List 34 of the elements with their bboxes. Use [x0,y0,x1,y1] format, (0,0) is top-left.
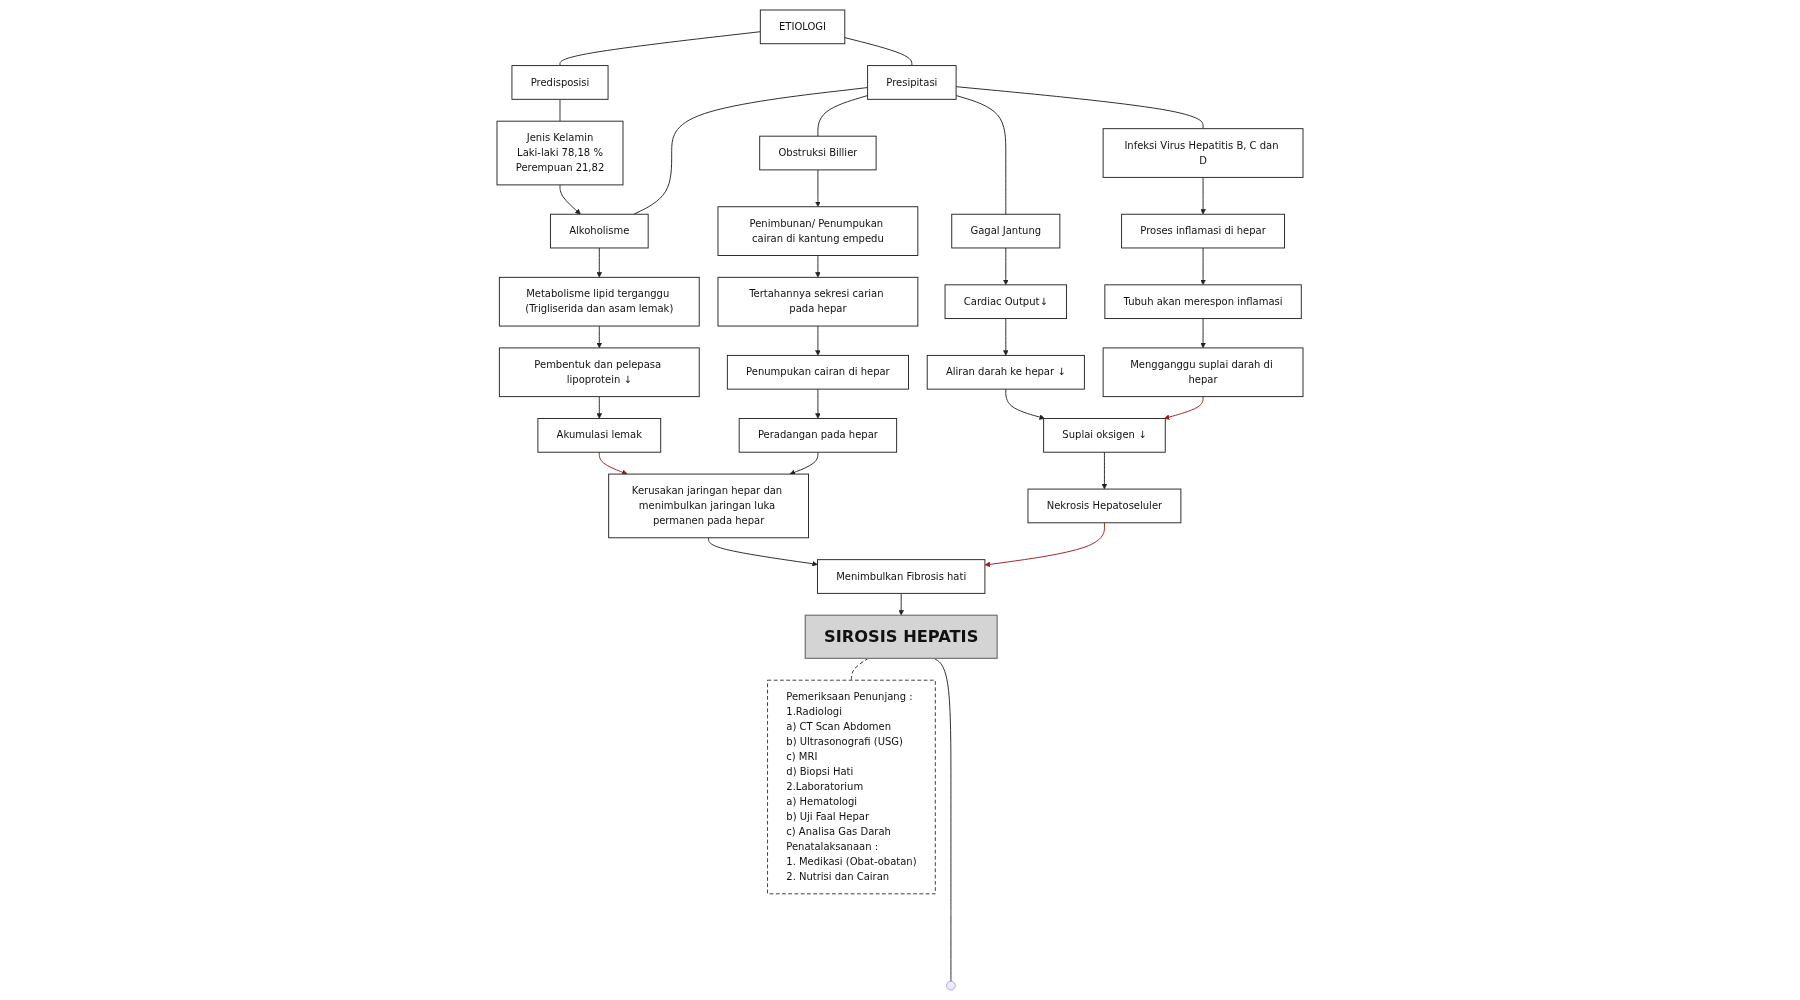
node-box: Akumulasi lemak [537,418,662,453]
node-box: Penimbunan/ Penumpukan cairan di kantung empedu [717,206,919,256]
node-box: Tertahannya sekresi carian pada hepar [717,276,919,327]
node-box: Cardiac Output↓ [944,284,1068,320]
node-box: Peradangan pada hepar [738,418,898,453]
connector [955,86,1204,130]
node-box: Nekrosis Hepatoseluler [1027,488,1182,524]
node-box: Proses inflamasi di hepar [1121,213,1285,249]
node-box: Pemeriksaan Penunjang : 1.Radiologi a) CT Scan Abdomen b) Ultrasonografi (USG) c) MRI d) Biopsi Hati 2.Laboratorium a) Hematologi b) Uji Faal Hepar c) Analisa Gas Darah Penatalaksanaan : 1. Medikasi (Obat-obatan) 2. Nutrisi dan Cairan [767,679,936,895]
node-box: Presipitasi [867,65,957,100]
node-box: Menimbulkan Fibrosis hati [817,559,986,594]
node-box: Aliran darah ke hepar ↓ [926,354,1085,390]
node-box: Alkoholisme [549,213,649,249]
connector [633,87,869,215]
connector [844,37,913,67]
node-box: Gagal Jantung [951,213,1061,249]
node-box: Obstruksi Billier [759,135,877,171]
node-box: Pembentuk dan pelepasa lipoprotein ↓ [498,347,700,398]
node-box: SIROSIS HEPATIS [804,614,998,659]
node-box: Predisposisi [511,65,609,100]
node-box: ETIOLOGI [759,9,846,45]
node-box: Penumpukan cairan di hepar [726,354,909,390]
connector [559,98,561,122]
connector [933,657,952,982]
node-box: Tubuh akan merespon inflamasi [1104,284,1302,320]
node-box: Suplai oksigen ↓ [1043,418,1166,453]
connector [955,95,1007,215]
node-box: Infeksi Virus Hepatitis B, C dan D [1102,128,1304,178]
node-box: Metabolisme lipid terganggu (Trigliserida dan asam lemak) [498,276,700,327]
connector [817,95,869,137]
node-box: Mengganggu suplai darah di hepar [1102,347,1304,398]
node-box: Kerusakan jaringan hepar dan menimbulkan jaringan luka permanen pada hepar [608,473,809,539]
node-box: Jenis Kelamin Laki-laki 78,18 % Perempuan 21,82 [496,120,624,186]
connector [559,31,761,67]
